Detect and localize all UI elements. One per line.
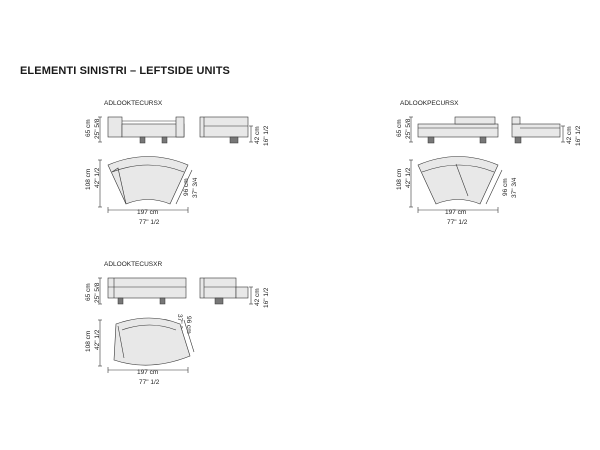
unit-1-plan-view <box>98 156 193 213</box>
unit-code: ADLOOKTECURSX <box>104 100 163 107</box>
width-cm-label: 197 cm <box>137 209 159 216</box>
unit-1-side-view <box>98 116 185 144</box>
width-in-label: 77" 1/2 <box>139 379 160 386</box>
width-in-label: 77" 1/2 <box>139 219 160 226</box>
unit-2-side-view <box>409 116 499 144</box>
unit-1-front-view <box>199 116 253 144</box>
unit-3-plan-view <box>98 317 195 373</box>
unit-code: ADLOOKPECURSX <box>400 100 459 107</box>
unit-code: ADLOOKTECUSXR <box>104 261 163 268</box>
unit-2-plan-view <box>409 156 503 213</box>
width-in-label: 77" 1/2 <box>447 219 468 226</box>
unit-2-front-view <box>511 116 565 144</box>
page-title: ELEMENTI SINISTRI – LEFTSIDE UNITS <box>20 65 230 77</box>
unit-3-front-view <box>199 277 253 305</box>
width-cm-label: 197 cm <box>137 369 159 376</box>
unit-3-side-view <box>98 277 187 305</box>
width-cm-label: 197 cm <box>445 209 467 216</box>
